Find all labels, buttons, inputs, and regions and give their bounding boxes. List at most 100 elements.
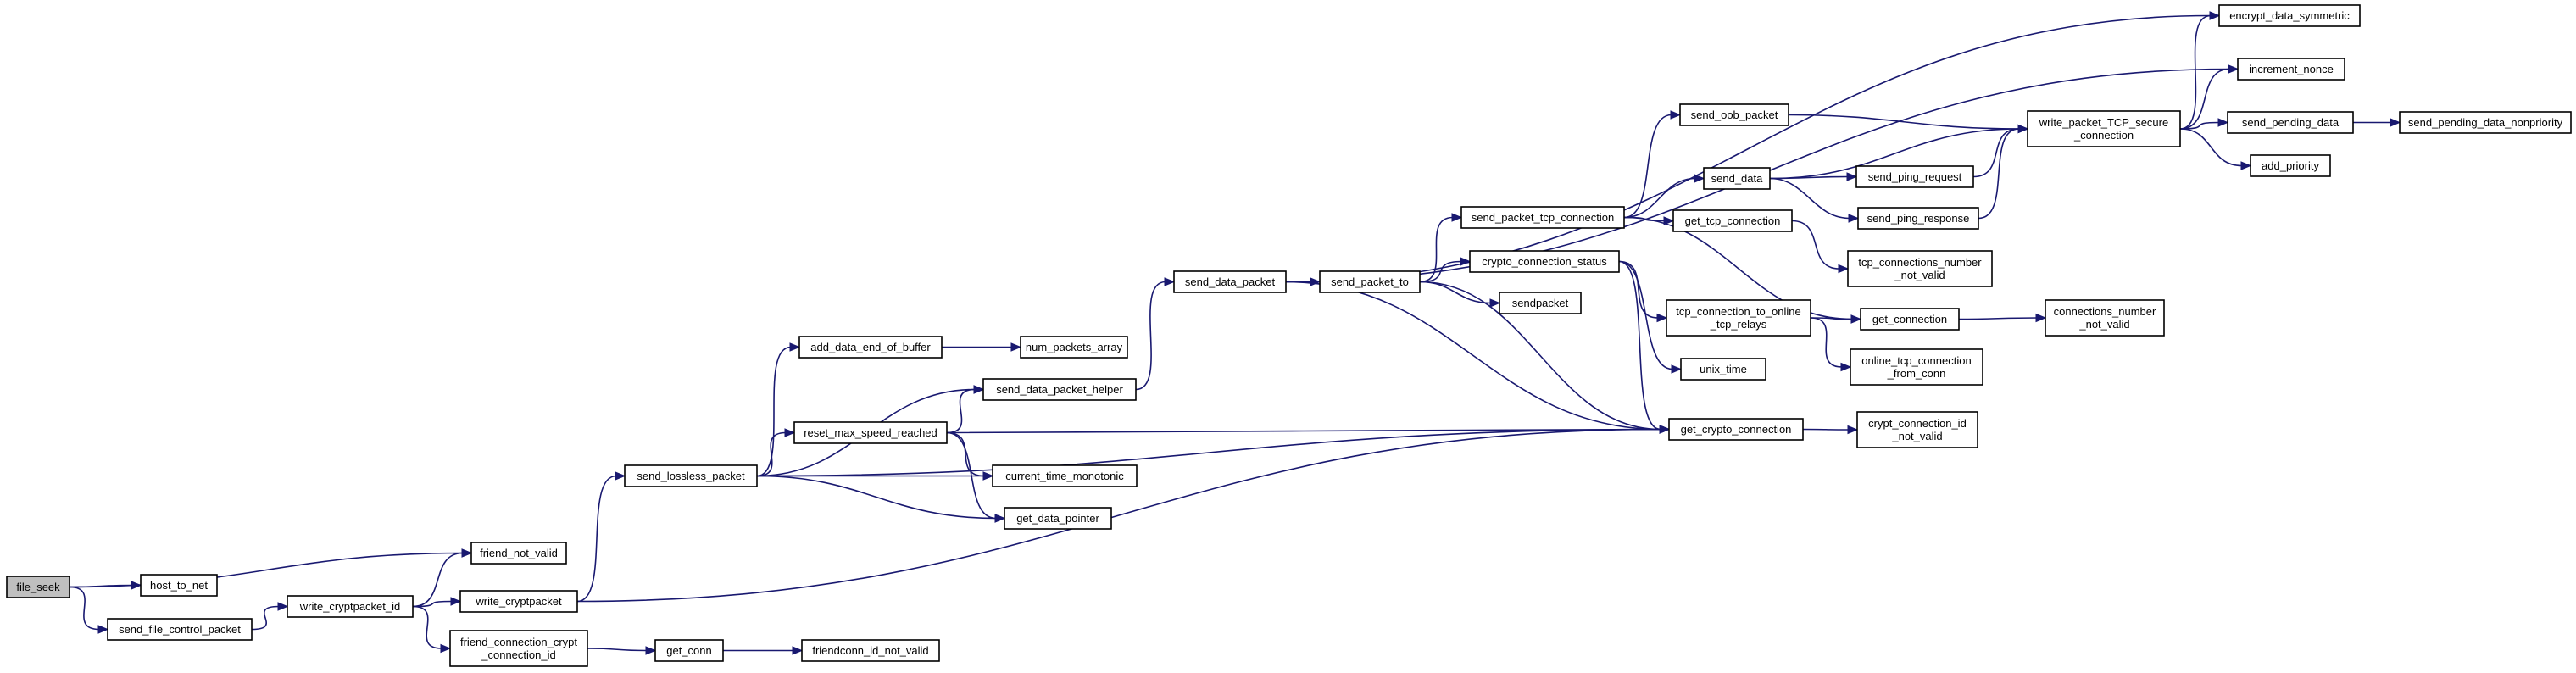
node-send_data_packet_helper[interactable]: send_data_packet_helper: [982, 378, 1137, 401]
node-send_packet_tcp_connection[interactable]: send_packet_tcp_connection: [1460, 206, 1625, 229]
node-label-connections_number_not_valid: connections_number: [2054, 305, 2156, 318]
node-add_priority[interactable]: add_priority: [2250, 154, 2331, 177]
node-send_data[interactable]: send_data: [1703, 167, 1771, 190]
node-send_ping_response[interactable]: send_ping_response: [1857, 207, 1979, 230]
node-send_file_control_packet[interactable]: send_file_control_packet: [107, 618, 253, 641]
edge-arrowhead-send_file_control_packet-to-write_cryptpacket_id: [277, 602, 289, 611]
node-increment_nonce[interactable]: increment_nonce: [2237, 58, 2345, 81]
node-label-add_data_end_of_buffer: add_data_end_of_buffer: [810, 341, 931, 353]
edge-arrowhead-send_ping_response-to-write_packet_TCP_secure_connection: [2017, 124, 2029, 134]
node-box-add_data_end_of_buffer[interactable]: [798, 336, 943, 359]
node-label-file_seek: file_seek: [16, 581, 60, 593]
node-box-host_to_net[interactable]: [140, 574, 218, 597]
node-box-send_data_packet_helper[interactable]: [982, 378, 1137, 401]
node-sendpacket[interactable]: sendpacket: [1499, 292, 1582, 314]
node-write_packet_TCP_secure_connection[interactable]: write_packet_TCP_secure_connection: [2027, 110, 2181, 147]
edge-arrowhead-send_packet_tcp_connection-to-get_tcp_connection: [1663, 216, 1675, 225]
node-encrypt_data_symmetric[interactable]: encrypt_data_symmetric: [2218, 4, 2361, 27]
node-friendconn_id_not_valid[interactable]: friendconn_id_not_valid: [801, 639, 940, 662]
node-num_packets_array[interactable]: num_packets_array: [1020, 336, 1128, 359]
node-box-send_data[interactable]: [1703, 167, 1771, 190]
edge-send_ping_response-to-write_packet_TCP_secure_connection: [1978, 128, 2020, 220]
node-box-crypt_connection_id_not_valid[interactable]: [1856, 411, 1978, 448]
node-send_ping_request[interactable]: send_ping_request: [1855, 165, 1974, 188]
node-box-write_cryptpacket_id[interactable]: [287, 595, 414, 618]
node-box-send_data_packet[interactable]: [1173, 270, 1287, 293]
node-box-send_pending_data_nonpriority[interactable]: [2399, 111, 2572, 134]
edge-file_seek-to-host_to_net: [69, 584, 133, 588]
node-host_to_net[interactable]: host_to_net: [140, 574, 218, 597]
node-send_packet_to[interactable]: send_packet_to: [1319, 270, 1421, 293]
node-box-increment_nonce[interactable]: [2237, 58, 2345, 81]
node-send_pending_data_nonpriority[interactable]: send_pending_data_nonpriority: [2399, 111, 2572, 134]
node-box-send_oob_packet[interactable]: [1679, 103, 1789, 126]
node-box-friendconn_id_not_valid[interactable]: [801, 639, 940, 662]
node-send_oob_packet[interactable]: send_oob_packet: [1679, 103, 1789, 126]
node-box-add_priority[interactable]: [2250, 154, 2331, 177]
node-box-friend_not_valid[interactable]: [470, 542, 567, 565]
edge-send_packet_to-to-get_crypto_connection: [1419, 281, 1661, 431]
node-box-crypto_connection_status[interactable]: [1469, 250, 1620, 273]
node-send_pending_data[interactable]: send_pending_data: [2227, 111, 2354, 134]
node-box-encrypt_data_symmetric[interactable]: [2218, 4, 2361, 27]
node-box-write_cryptpacket[interactable]: [459, 590, 578, 613]
node-box-get_data_pointer[interactable]: [1004, 507, 1112, 530]
node-write_cryptpacket_id[interactable]: write_cryptpacket_id: [287, 595, 414, 618]
node-tcp_connection_to_online_tcp_relays[interactable]: tcp_connection_to_online_tcp_relays: [1666, 299, 1811, 336]
node-box-get_conn[interactable]: [654, 639, 724, 662]
node-box-send_ping_request[interactable]: [1855, 165, 1974, 188]
node-get_data_pointer[interactable]: get_data_pointer: [1004, 507, 1112, 530]
node-friend_connection_crypt_connection_id[interactable]: friend_connection_crypt_connection_id: [449, 630, 588, 667]
node-online_tcp_connection_from_conn[interactable]: online_tcp_connection_from_conn: [1850, 348, 1983, 386]
edge-write_cryptpacket_id-to-friend_connection_crypt_connection_id: [412, 605, 442, 649]
node-send_lossless_packet[interactable]: send_lossless_packet: [624, 464, 758, 487]
node-box-tcp_connections_number_not_valid[interactable]: [1847, 250, 1993, 287]
node-send_data_packet[interactable]: send_data_packet: [1173, 270, 1287, 293]
node-label-add_priority: add_priority: [2262, 159, 2319, 172]
node-box-send_packet_to[interactable]: [1319, 270, 1421, 293]
node-label-send_file_control_packet: send_file_control_packet: [119, 623, 241, 636]
node-current_time_monotonic[interactable]: current_time_monotonic: [992, 464, 1138, 487]
node-reset_max_speed_reached[interactable]: reset_max_speed_reached: [793, 421, 948, 444]
edge-arrowhead-reset_max_speed_reached-to-get_data_pointer: [994, 514, 1006, 523]
edge-write_cryptpacket-to-send_lossless_packet: [576, 475, 617, 603]
edge-arrowhead-write_packet_TCP_secure_connection-to-send_pending_data: [2217, 118, 2229, 127]
node-box-num_packets_array[interactable]: [1020, 336, 1128, 359]
node-box-file_seek[interactable]: [6, 576, 70, 598]
node-box-get_connection[interactable]: [1860, 308, 1960, 331]
edge-get_connection-to-connections_number_not_valid: [1958, 317, 2038, 320]
node-connections_number_not_valid[interactable]: connections_number_not_valid: [2045, 299, 2165, 336]
node-box-reset_max_speed_reached[interactable]: [793, 421, 948, 444]
node-box-online_tcp_connection_from_conn[interactable]: [1850, 348, 1983, 386]
node-box-sendpacket[interactable]: [1499, 292, 1582, 314]
node-tcp_connections_number_not_valid[interactable]: tcp_connections_number_not_valid: [1847, 250, 1993, 287]
node-box-current_time_monotonic[interactable]: [992, 464, 1138, 487]
node-box-tcp_connection_to_online_tcp_relays[interactable]: [1666, 299, 1811, 336]
node-label-online_tcp_connection_from_conn: _from_conn: [1887, 367, 1946, 380]
edge-arrowhead-get_connection-to-connections_number_not_valid: [2035, 313, 2047, 323]
node-add_data_end_of_buffer[interactable]: add_data_end_of_buffer: [798, 336, 943, 359]
node-unix_time[interactable]: unix_time: [1680, 358, 1766, 381]
node-write_cryptpacket[interactable]: write_cryptpacket: [459, 590, 578, 613]
node-box-get_crypto_connection[interactable]: [1668, 418, 1804, 441]
node-box-unix_time[interactable]: [1680, 358, 1766, 381]
node-box-send_pending_data[interactable]: [2227, 111, 2354, 134]
node-crypto_connection_status[interactable]: crypto_connection_status: [1469, 250, 1620, 273]
node-box-write_packet_TCP_secure_connection[interactable]: [2027, 110, 2181, 147]
node-friend_not_valid[interactable]: friend_not_valid: [470, 542, 567, 565]
node-get_conn[interactable]: get_conn: [654, 639, 724, 662]
edge-send_packet_tcp_connection-to-send_oob_packet: [1623, 114, 1672, 219]
node-box-send_lossless_packet[interactable]: [624, 464, 758, 487]
node-box-connections_number_not_valid[interactable]: [2045, 299, 2165, 336]
node-box-send_packet_tcp_connection[interactable]: [1460, 206, 1625, 229]
node-crypt_connection_id_not_valid[interactable]: crypt_connection_id_not_valid: [1856, 411, 1978, 448]
node-box-send_file_control_packet[interactable]: [107, 618, 253, 641]
node-box-friend_connection_crypt_connection_id[interactable]: [449, 630, 588, 667]
node-get_crypto_connection[interactable]: get_crypto_connection: [1668, 418, 1804, 441]
node-file_seek[interactable]: file_seek: [6, 576, 70, 598]
node-get_connection[interactable]: get_connection: [1860, 308, 1960, 331]
node-box-send_ping_response[interactable]: [1857, 207, 1979, 230]
edge-arrowhead-crypto_connection_status-to-get_crypto_connection: [1659, 425, 1671, 434]
node-box-get_tcp_connection[interactable]: [1672, 209, 1793, 232]
node-get_tcp_connection[interactable]: get_tcp_connection: [1672, 209, 1793, 232]
